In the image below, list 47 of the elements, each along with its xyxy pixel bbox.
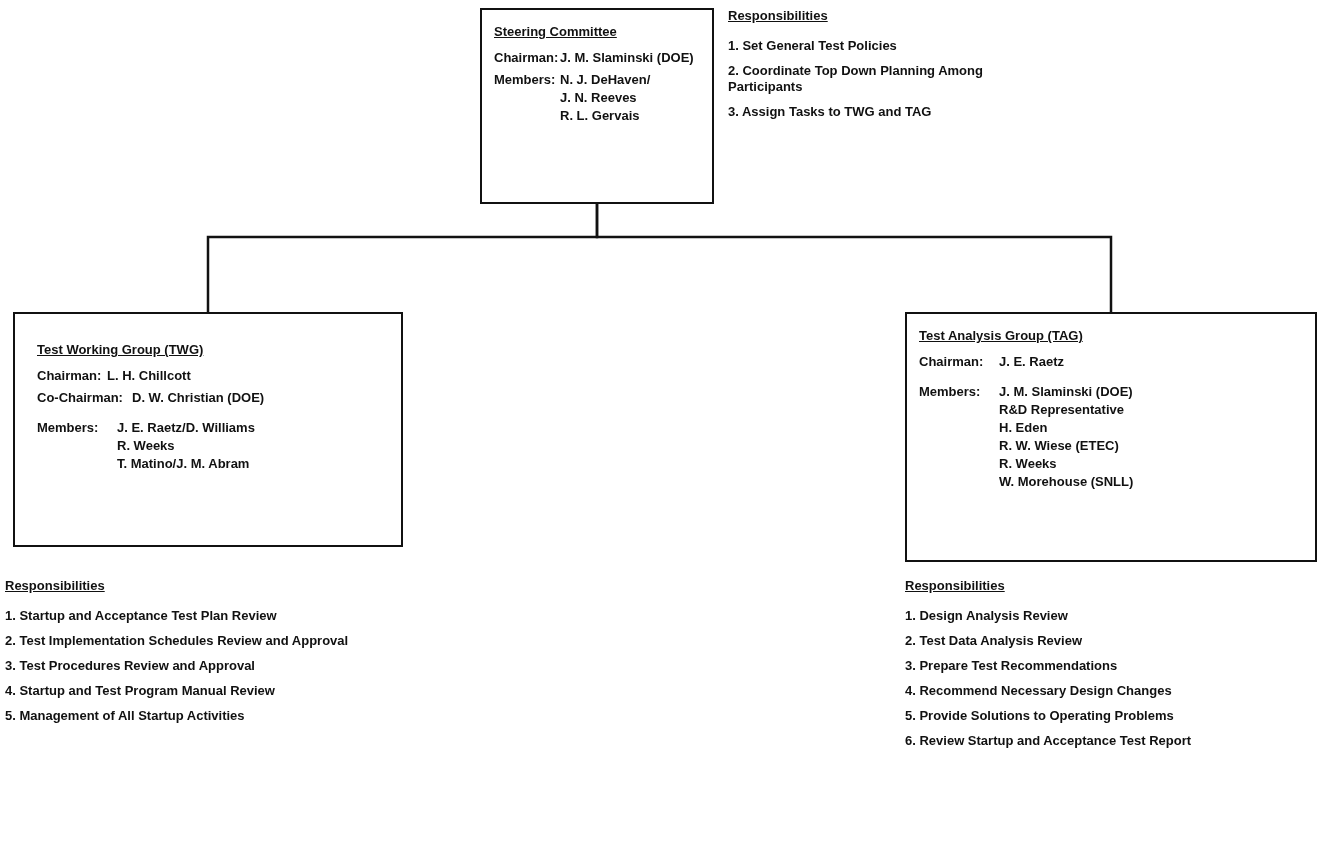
role-label: Co-Chairman: bbox=[37, 389, 124, 407]
role-label: Members: bbox=[919, 383, 982, 401]
list-item: 4. Recommend Necessary Design Changes bbox=[905, 683, 1173, 699]
member-name: L. H. Chillcott bbox=[107, 367, 191, 385]
list-item: 1. Set General Test Policies bbox=[728, 38, 898, 54]
list-item: 3. Assign Tasks to TWG and TAG bbox=[728, 104, 933, 120]
list-heading: Responsibilities bbox=[905, 578, 1005, 593]
member-name: J. M. Slaminski (DOE) bbox=[560, 49, 694, 67]
role-label: Members: bbox=[37, 419, 100, 437]
list-heading: Responsibilities bbox=[728, 8, 828, 23]
member-name: T. Matino/J. M. Abram bbox=[117, 455, 251, 473]
list-item: 2. Test Data Analysis Review bbox=[905, 633, 1084, 649]
list-item: 1. Design Analysis Review bbox=[905, 608, 1069, 624]
role-label: Chairman: bbox=[494, 49, 560, 67]
member-name: R. Weeks bbox=[117, 437, 176, 455]
member-name: R&D Representative bbox=[999, 401, 1125, 419]
member-name: W. Morehouse (SNLL) bbox=[999, 473, 1134, 491]
member-name: R. Weeks bbox=[999, 455, 1058, 473]
list-item: 2. Test Implementation Schedules Review and Approval bbox=[5, 633, 350, 649]
group-box bbox=[13, 312, 403, 547]
group-box bbox=[905, 312, 1317, 562]
list-item: 2. Coordinate Top Down Planning Among Participants bbox=[728, 63, 984, 95]
list-heading: Responsibilities bbox=[5, 578, 105, 593]
list-item: 3. Test Procedures Review and Approval bbox=[5, 658, 256, 674]
group-heading: Steering Committee bbox=[494, 24, 617, 39]
member-name: H. Eden bbox=[999, 419, 1049, 437]
list-item: 6. Review Startup and Acceptance Test Report bbox=[905, 733, 1193, 749]
member-name: J. E. Raetz/D. Williams bbox=[117, 419, 255, 437]
group-box bbox=[480, 8, 714, 204]
list-item: 3. Prepare Test Recommendations bbox=[905, 658, 1119, 674]
role-label: Members: bbox=[494, 71, 557, 89]
role-label: Chairman: bbox=[919, 353, 985, 371]
member-name: R. W. Wiese (ETEC) bbox=[999, 437, 1120, 455]
list-item: 5. Provide Solutions to Operating Problems bbox=[905, 708, 1175, 724]
member-name: J. N. Reeves bbox=[560, 89, 638, 107]
list-item: 1. Startup and Acceptance Test Plan Review bbox=[5, 608, 278, 624]
member-name: R. L. Gervais bbox=[560, 107, 641, 125]
member-name: J. M. Slaminski (DOE) bbox=[999, 383, 1134, 401]
connector-line bbox=[595, 204, 1113, 312]
list-item: 5. Management of All Startup Activities bbox=[5, 708, 246, 724]
group-heading: Test Analysis Group (TAG) bbox=[919, 328, 1083, 343]
list-item: 4. Startup and Test Program Manual Review bbox=[5, 683, 276, 699]
member-name: D. W. Christian (DOE) bbox=[132, 389, 265, 407]
member-name: J. E. Raetz bbox=[999, 353, 1065, 371]
group-heading: Test Working Group (TWG) bbox=[37, 342, 204, 357]
role-label: Chairman: bbox=[37, 367, 103, 385]
member-name: N. J. DeHaven/ bbox=[560, 71, 651, 89]
